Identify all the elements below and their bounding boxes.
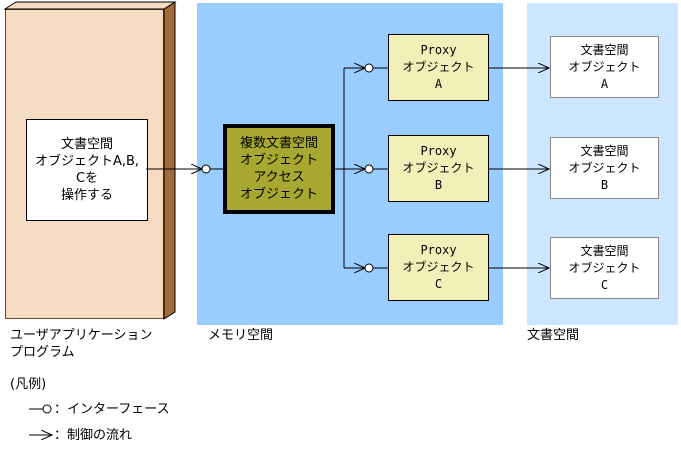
- proxy-b-line2: オブジェクト: [402, 161, 475, 175]
- multi-line4: オブジェクト: [239, 187, 318, 202]
- document-space-label: 文書空間: [527, 328, 580, 343]
- doc-b-line2: オブジェクト: [568, 160, 641, 175]
- proxy-object-a: Proxy オブジェクト A: [388, 34, 489, 101]
- doc-c-line2: オブジェクト: [568, 260, 641, 275]
- proxy-c-line3: C: [434, 277, 443, 291]
- legend-flow-label: ：制御の流れ: [54, 428, 133, 443]
- user-program-label: ユーザアプリケーション プログラム: [10, 328, 153, 360]
- memory-space-label: メモリ空間: [208, 328, 274, 343]
- doc-b-line3: B: [600, 177, 609, 192]
- proxy-c-line1: Proxy: [420, 243, 457, 257]
- multi-line3: アクセス: [253, 170, 305, 185]
- multi-line1: 複数文書空間: [239, 136, 318, 151]
- document-object-c: 文書空間 オブジェクト C: [550, 237, 659, 299]
- document-object-a: 文書空間 オブジェクト A: [550, 36, 659, 98]
- doc-c-line3: C: [600, 277, 609, 292]
- proxy-c-line2: オブジェクト: [402, 260, 475, 274]
- proxy-a-line2: オブジェクト: [402, 60, 475, 74]
- proxy-b-line1: Proxy: [420, 144, 457, 158]
- legend-interface-circle: [42, 404, 52, 414]
- multi-interface-circle: [201, 164, 211, 174]
- doc-a-line1: 文書空間: [580, 42, 629, 57]
- multi-document-access-object: 複数文書空間 オブジェクト アクセス オブジェクト: [223, 124, 335, 214]
- user-operation-box: 文書空間 オブジェクトA,B, Cを 操作する: [26, 119, 148, 221]
- user-box-line4: 操作する: [60, 188, 113, 203]
- legend-interface-label: ：インターフェース: [54, 402, 170, 417]
- document-object-b: 文書空間 オブジェクト B: [550, 137, 659, 199]
- doc-a-line2: オブジェクト: [568, 59, 641, 74]
- doc-c-line1: 文書空間: [580, 243, 629, 258]
- doc-a-line3: A: [600, 76, 609, 91]
- user-box-line2: オブジェクトA,B,: [34, 154, 140, 169]
- user-box-line1: 文書空間: [60, 137, 113, 152]
- legend-title: (凡例): [10, 377, 47, 392]
- proxy-b-line3: B: [434, 178, 443, 192]
- proxy-a-line1: Proxy: [420, 43, 457, 57]
- multi-line2: オブジェクト: [239, 153, 318, 168]
- doc-b-line1: 文書空間: [580, 143, 629, 158]
- proxy-a-line3: A: [434, 77, 443, 91]
- user-box-line3: Cを: [75, 171, 99, 186]
- proxy-object-b: Proxy オブジェクト B: [388, 135, 489, 202]
- proxy-object-c: Proxy オブジェクト C: [388, 234, 489, 301]
